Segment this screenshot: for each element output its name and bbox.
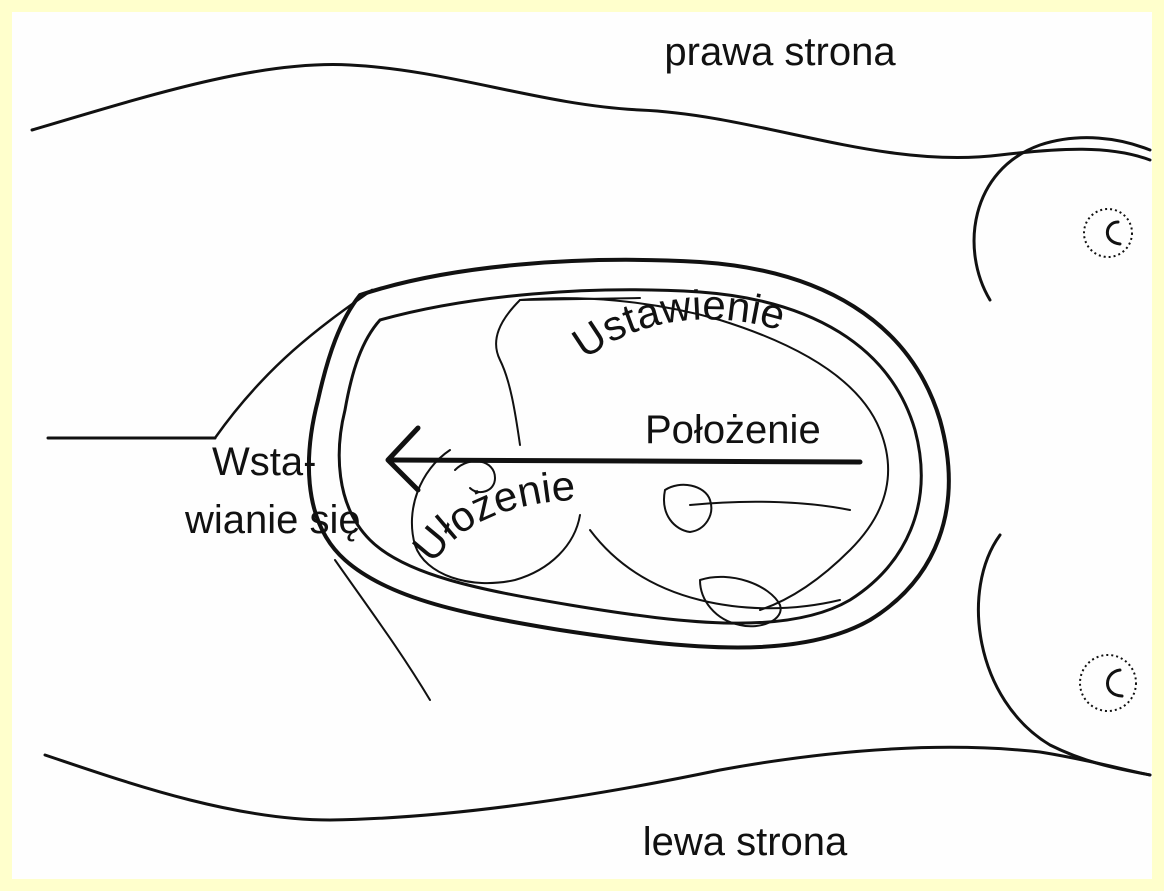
fetus-leg	[590, 530, 840, 608]
axis-arrow-line	[390, 460, 860, 462]
presentation-label: Ustawienie	[564, 281, 791, 367]
fetus-arm	[690, 502, 850, 510]
attitude-label: Ułożenie	[403, 462, 577, 570]
fetus-back	[496, 300, 520, 445]
nipple-upper-mark-icon	[1107, 222, 1120, 244]
settling-label-line2: wianie się	[184, 498, 361, 542]
breast-upper	[974, 138, 1150, 300]
left-side-label: lewa strona	[643, 820, 848, 864]
position-label: Położenie	[645, 408, 821, 452]
settling-label-line1: Wsta-	[212, 440, 316, 484]
presentation-label-text: Ustawienie	[564, 281, 791, 367]
attitude-label-text: Ułożenie	[403, 462, 577, 570]
right-side-label: prawa strona	[664, 30, 896, 74]
fetus-hand-icon	[664, 485, 711, 532]
nipple-lower-mark-icon	[1108, 670, 1123, 696]
fetus-foot-icon	[700, 577, 781, 626]
body-outline-upper	[32, 65, 1150, 160]
body-outline-lower	[45, 747, 1150, 820]
vulva-lower-line	[335, 560, 430, 700]
breast-lower	[978, 535, 1150, 775]
